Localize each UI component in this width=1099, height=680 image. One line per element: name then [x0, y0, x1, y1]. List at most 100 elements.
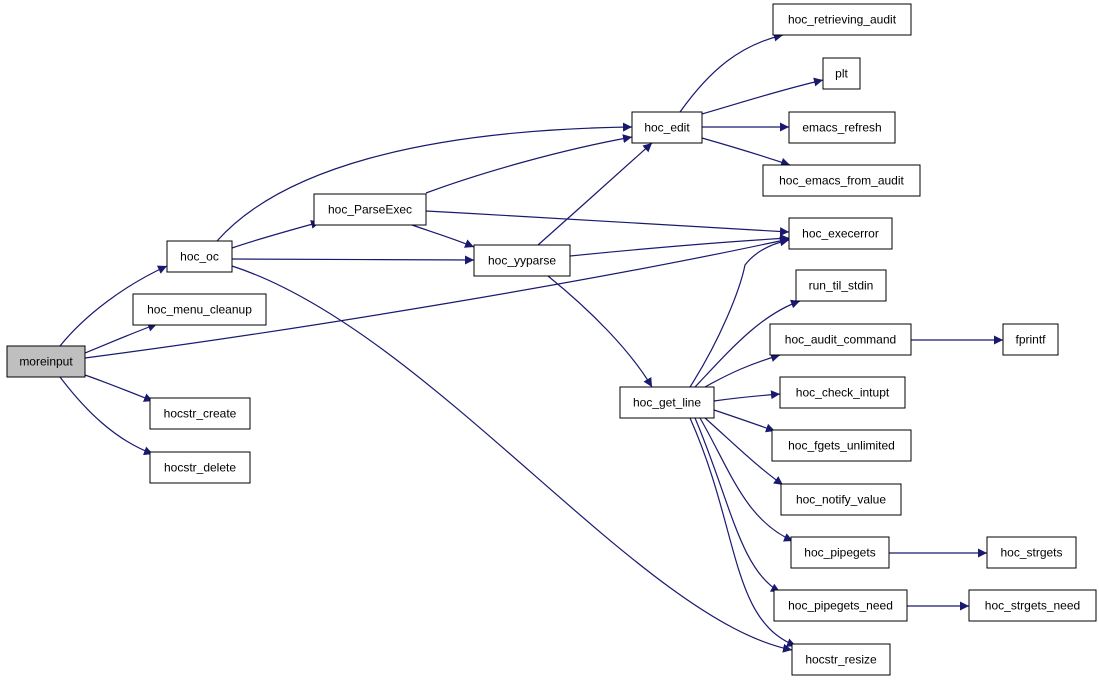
edge-line: [704, 417, 784, 486]
edge-hoc_get_line-to-hoc_notify_value: [704, 417, 784, 486]
node-moreinput[interactable]: moreinput: [6, 345, 86, 378]
edge-hoc_get_line-to-hocstr_resize: [689, 417, 797, 647]
edge-line: [84, 322, 158, 354]
node-box: [791, 643, 891, 676]
node-label: hocstr_create: [164, 407, 237, 421]
node-hoc_check_intupt[interactable]: hoc_check_intupt: [779, 376, 906, 409]
node-hoc_get_line[interactable]: hoc_get_line: [619, 386, 715, 419]
node-box: [769, 323, 912, 356]
node-label: fprintf: [1015, 333, 1046, 347]
edge-moreinput-to-hoc_execerror: [84, 236, 790, 359]
node-label: hoc_menu_cleanup: [147, 303, 252, 317]
node-box: [473, 244, 571, 277]
edge-hoc_get_line-to-hoc_pipegets_need: [694, 417, 781, 593]
node-label: hoc_emacs_from_audit: [779, 174, 904, 188]
node-hocstr_resize[interactable]: hocstr_resize: [791, 643, 891, 676]
edge-hoc_yyparse-to-hoc_edit: [537, 142, 653, 246]
edge-hoc_get_line-to-hoc_check_intupt: [713, 390, 781, 402]
node-hoc_yyparse[interactable]: hoc_yyparse: [473, 244, 571, 277]
node-box: [166, 240, 233, 273]
node-label: hoc_edit: [644, 121, 690, 135]
edge-line: [713, 409, 776, 433]
node-label: hocstr_resize: [805, 653, 877, 667]
node-hocstr_create[interactable]: hocstr_create: [149, 397, 251, 430]
node-hocstr_delete[interactable]: hocstr_delete: [149, 451, 251, 484]
node-box: [790, 536, 890, 569]
edge-line: [537, 142, 653, 246]
edge-line: [425, 134, 633, 194]
edge-line: [59, 265, 168, 347]
node-layer: moreinput hoc_oc hoc_menu_cleanup hocstr_cr…: [6, 3, 1097, 676]
node-label: emacs_refresh: [802, 121, 881, 135]
edge-hoc_edit-to-hoc_retrieving_audit: [679, 32, 784, 113]
node-hoc_strgets[interactable]: hoc_strgets: [986, 536, 1077, 569]
edge-moreinput-to-hoc_oc: [59, 265, 168, 347]
edge-hoc_oc-to-hoc_edit: [216, 122, 633, 242]
edge-line: [701, 137, 791, 167]
edge-hoc_oc-to-hocstr_resize: [231, 265, 793, 653]
edge-hoc_ParseExec-to-hoc_yyparse: [411, 224, 475, 248]
edge-line: [231, 255, 475, 265]
edge-line: [699, 417, 794, 542]
node-plt[interactable]: plt: [822, 57, 861, 90]
edge-line: [59, 376, 154, 456]
node-box: [772, 3, 912, 36]
node-label: hoc_check_intupt: [796, 386, 890, 400]
node-label: hoc_execerror: [802, 227, 879, 241]
node-box: [149, 451, 251, 484]
edge-moreinput-to-hocstr_create: [84, 374, 154, 402]
node-hoc_fgets_unlimited[interactable]: hoc_fgets_unlimited: [771, 429, 912, 462]
edge-line: [694, 299, 801, 388]
node-fprintf[interactable]: fprintf: [1002, 323, 1059, 356]
node-label: hoc_retrieving_audit: [788, 13, 897, 27]
node-label: plt: [835, 67, 848, 81]
node-box: [771, 429, 912, 462]
edge-layer: [59, 32, 1003, 653]
node-hoc_audit_command[interactable]: hoc_audit_command: [769, 323, 912, 356]
edge-line: [713, 390, 781, 402]
node-hoc_notify_value[interactable]: hoc_notify_value: [780, 483, 902, 516]
node-box: [313, 193, 427, 226]
node-label: hoc_pipegets: [804, 546, 875, 560]
edge-line: [231, 220, 321, 249]
node-label: moreinput: [19, 355, 73, 369]
node-box: [149, 397, 251, 430]
node-hoc_oc[interactable]: hoc_oc: [166, 240, 233, 273]
node-hoc_ParseExec[interactable]: hoc_ParseExec: [313, 193, 427, 226]
node-hoc_edit[interactable]: hoc_edit: [631, 111, 703, 144]
node-box: [986, 536, 1077, 569]
edge-line: [547, 275, 653, 388]
node-label: hoc_notify_value: [796, 493, 886, 507]
node-hoc_execerror[interactable]: hoc_execerror: [788, 217, 893, 250]
node-emacs_refresh[interactable]: emacs_refresh: [788, 111, 896, 144]
node-hoc_menu_cleanup[interactable]: hoc_menu_cleanup: [132, 293, 267, 326]
edge-line: [689, 417, 797, 647]
node-label: hocstr_delete: [164, 461, 236, 475]
node-hoc_strgets_need[interactable]: hoc_strgets_need: [968, 589, 1097, 622]
edge-hoc_get_line-to-run_til_stdin: [694, 299, 801, 388]
node-box: [132, 293, 267, 326]
node-hoc_retrieving_audit[interactable]: hoc_retrieving_audit: [772, 3, 912, 36]
node-hoc_pipegets[interactable]: hoc_pipegets: [790, 536, 890, 569]
node-run_til_stdin[interactable]: run_til_stdin: [795, 269, 887, 302]
edge-moreinput-to-hocstr_delete: [59, 376, 154, 456]
node-box: [788, 217, 893, 250]
node-label: hoc_strgets: [1000, 546, 1062, 560]
edge-line: [84, 236, 790, 359]
node-label: hoc_get_line: [633, 396, 701, 410]
edge-hoc_edit-to-hoc_emacs_from_audit: [701, 137, 791, 167]
node-box: [779, 376, 906, 409]
edge-line: [569, 234, 790, 257]
edge-line: [679, 32, 784, 113]
node-hoc_pipegets_need[interactable]: hoc_pipegets_need: [773, 589, 908, 622]
edge-hoc_yyparse-to-hoc_get_line: [547, 275, 653, 388]
node-box: [6, 345, 86, 378]
node-hoc_emacs_from_audit[interactable]: hoc_emacs_from_audit: [762, 164, 921, 197]
edge-hoc_get_line-to-hoc_pipegets: [699, 417, 794, 542]
edge-line: [411, 224, 475, 248]
node-label: hoc_fgets_unlimited: [788, 439, 895, 453]
edge-line: [694, 417, 781, 593]
node-box: [822, 57, 861, 90]
node-box: [968, 589, 1097, 622]
